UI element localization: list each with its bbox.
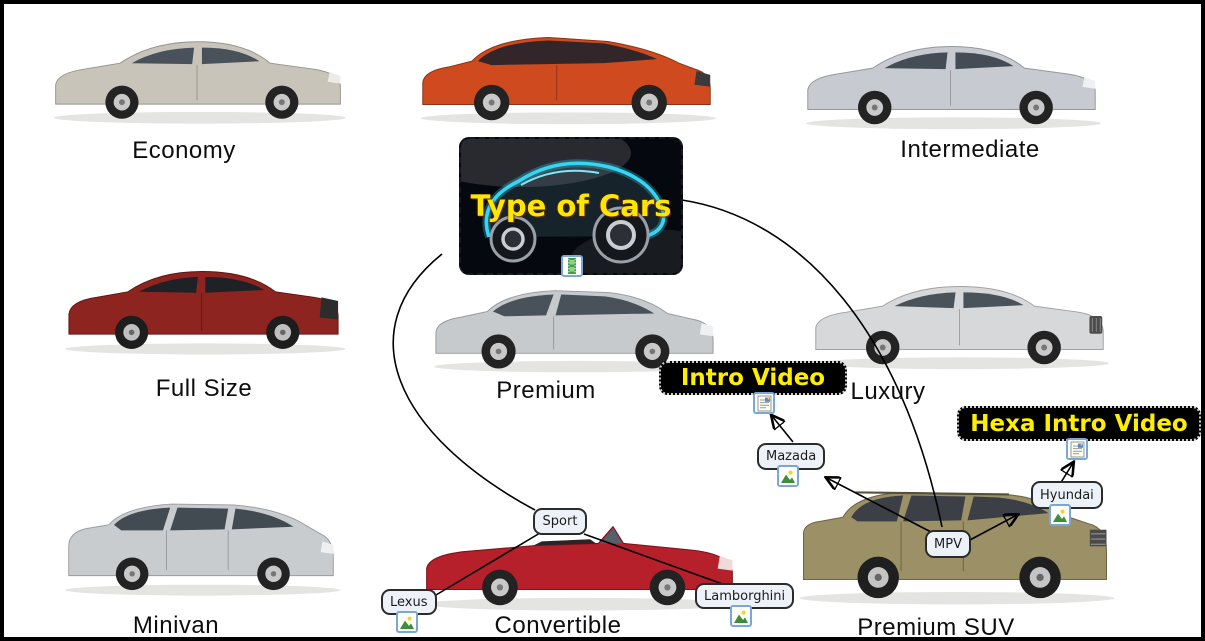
- lexus-label: Lexus: [390, 594, 428, 610]
- intro-video-label: Intro Video: [680, 365, 826, 391]
- minivan-label[interactable]: Minivan: [132, 612, 220, 639]
- root-topic-type-of-cars[interactable]: Type of Cars: [459, 137, 683, 275]
- full-size-label[interactable]: Full Size: [155, 375, 253, 402]
- hatchback-car-image[interactable]: [409, 7, 724, 133]
- node-lexus[interactable]: Lexus: [381, 589, 437, 615]
- luxury-car-image[interactable]: [802, 256, 1117, 376]
- film-clip-icon[interactable]: [561, 255, 583, 277]
- mazada-label: Mazada: [766, 449, 817, 464]
- sport-label: Sport: [542, 514, 578, 529]
- picture-icon-mazada[interactable]: [777, 465, 799, 487]
- picture-icon-lexus[interactable]: [396, 611, 418, 633]
- lamborghini-label: Lamborghini: [704, 588, 786, 604]
- premium-label[interactable]: Premium: [496, 377, 596, 404]
- callout-hexa-intro-video[interactable]: Hexa Intro Video: [957, 406, 1201, 441]
- picture-icon-lamborghini[interactable]: [730, 605, 752, 627]
- arrow-mazada-intro-video: [772, 416, 794, 443]
- economy-car-image[interactable]: [42, 10, 354, 132]
- minivan-car-image[interactable]: [56, 472, 346, 614]
- picture-icon-hyundai[interactable]: [1049, 504, 1071, 526]
- concept-car-image: [461, 139, 681, 273]
- hyundai-label: Hyundai: [1040, 487, 1094, 503]
- intermediate-label[interactable]: Intermediate: [900, 136, 1040, 163]
- intermediate-car-image[interactable]: [794, 16, 1109, 136]
- full-size-car-image[interactable]: [56, 230, 351, 372]
- hexa-intro-video-label: Hexa Intro Video: [970, 410, 1188, 437]
- root-topic-label: Type of Cars: [470, 189, 672, 223]
- callout-intro-video[interactable]: Intro Video: [659, 361, 847, 395]
- notes-image-icon-intro-video[interactable]: [753, 392, 775, 414]
- node-sport[interactable]: Sport: [533, 508, 587, 535]
- mpv-label: MPV: [934, 536, 962, 552]
- premium-suv-label[interactable]: Premium SUV: [857, 614, 1015, 641]
- notes-image-icon-hexa[interactable]: [1066, 438, 1088, 460]
- node-mpv[interactable]: MPV: [925, 530, 971, 558]
- convertible-label[interactable]: Convertible: [494, 612, 622, 639]
- economy-label[interactable]: Economy: [132, 137, 236, 164]
